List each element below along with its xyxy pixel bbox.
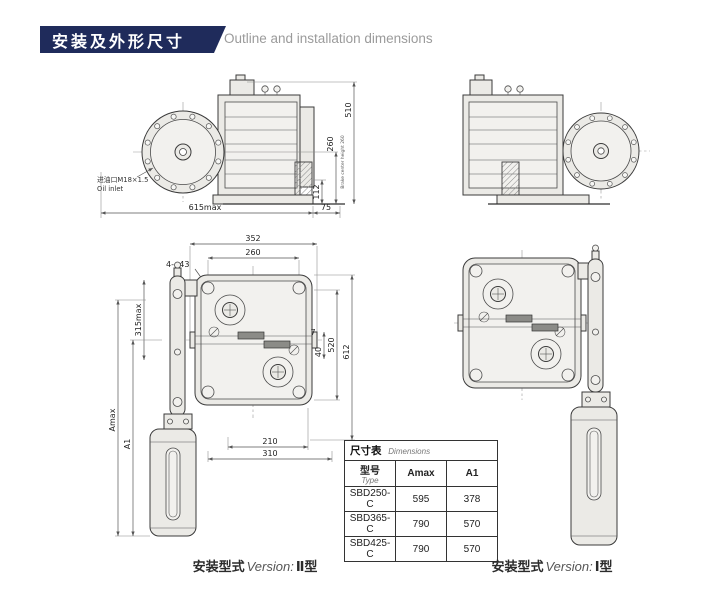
col-header-a1: A1 (446, 460, 498, 487)
dim-amax-label: Amax (108, 408, 117, 431)
front-view-version-1 (454, 244, 618, 546)
caliper-internals (195, 294, 312, 388)
caption-version-2-type: Ⅱ型 (295, 559, 318, 574)
dim-520: 520 (314, 289, 340, 401)
dim-260-bolts-label: 260 (245, 248, 260, 257)
dim-40-label: 40 (314, 347, 323, 357)
brake-body (462, 74, 564, 196)
cell-a1: 570 (446, 536, 498, 562)
cell-a1: 570 (446, 511, 498, 537)
mounting-flange (562, 112, 640, 190)
dim-210-label: 210 (262, 437, 277, 446)
thruster (149, 428, 197, 537)
side-view-version-2: 进油口M18×1.5 Oil inlet 615max 75 112 260 B… (97, 74, 357, 218)
mounting-plate (189, 274, 318, 406)
dim-210: 210 (227, 408, 309, 450)
base-plate (488, 161, 610, 205)
cell-type: SBD250-C (344, 486, 396, 512)
dim-520-label: 520 (327, 337, 336, 352)
cell-type: SBD425-C (344, 536, 396, 562)
caliper-internals (463, 278, 581, 370)
dim-315max-label: 315max (134, 303, 143, 336)
dim-260-label: 260 (326, 136, 335, 151)
dim-40: 40 (314, 332, 326, 359)
dim-112: 112 (312, 179, 326, 204)
table-caption-row: 尺寸表 Dimensions (344, 440, 498, 461)
section-title-zh: 安装及外形尺寸 (52, 33, 186, 51)
dim-615max: 615max (100, 172, 314, 218)
caption-version-2-en: Version: (246, 559, 294, 574)
mounting-flange (141, 110, 225, 194)
dim-112-label: 112 (312, 184, 321, 199)
table-row: SBD425-C 790 570 (344, 536, 498, 562)
dim-510: 510 (247, 81, 357, 204)
oil-inlet-en: Oil inlet (97, 185, 124, 193)
oil-inlet-label: 进油口M18×1.5 Oil inlet (97, 167, 154, 193)
col-header-amax: Amax (395, 460, 447, 487)
table-title-en: Dimensions (388, 447, 431, 456)
cell-amax: 595 (395, 486, 447, 512)
dim-amax: Amax (108, 299, 150, 537)
caption-version-1-en: Version: (545, 559, 593, 574)
table-title-zh: 尺寸表 (350, 445, 382, 457)
dim-352-label: 352 (245, 234, 260, 243)
caption-version-2-zh: 安装型式 (192, 559, 245, 574)
dim-7-label: 7 (310, 328, 315, 337)
dimensions-table: 尺寸表 Dimensions 型号 Type Amax A1 SBD250-C … (344, 440, 498, 562)
dim-615max-label: 615max (189, 203, 222, 212)
cell-type: SBD365-C (344, 511, 396, 537)
dim-7: 7 (310, 328, 315, 337)
col-header-type: 型号 Type (344, 460, 396, 487)
cell-amax: 790 (395, 536, 447, 562)
front-view-version-2: 352 260 4-φ43 (108, 234, 355, 537)
dim-510-label: 510 (344, 102, 353, 117)
dim-75: 75 (313, 203, 341, 218)
table-row: SBD365-C 790 570 (344, 511, 498, 537)
dim-315max: 315max (134, 280, 146, 360)
cell-amax: 790 (395, 511, 447, 537)
base-plate (212, 161, 345, 205)
table-header-row: 型号 Type Amax A1 (344, 460, 498, 487)
cell-a1: 378 (446, 486, 498, 512)
table-row: SBD250-C 595 378 (344, 486, 498, 512)
section-title-en: Outline and installation dimensions (224, 31, 433, 46)
side-view-version-1 (462, 74, 650, 205)
thruster (570, 406, 618, 546)
oil-inlet-zh: 进油口M18×1.5 (97, 175, 148, 184)
caption-version-1-zh: 安装型式 (491, 559, 544, 574)
dim-260-center-height: 260 Brake center height 260 (225, 135, 346, 204)
dim-612-label: 612 (342, 344, 351, 359)
mounting-plate (457, 257, 587, 389)
caption-version-1-type: Ⅰ型 (594, 559, 613, 574)
dim-310-label: 310 (262, 449, 277, 458)
col-header-type-en: Type (361, 476, 379, 485)
lever-arm (163, 261, 198, 430)
dim-75-label: 75 (321, 203, 331, 212)
dim-a1-label: A1 (123, 439, 132, 450)
dim-310: 310 (207, 449, 333, 462)
dim-260-note: Brake center height 260 (340, 135, 346, 188)
dim-a1: A1 (123, 339, 162, 536)
section-title-badge: 安装及外形尺寸 (40, 26, 226, 53)
col-header-type-zh: 型号 (360, 466, 380, 477)
